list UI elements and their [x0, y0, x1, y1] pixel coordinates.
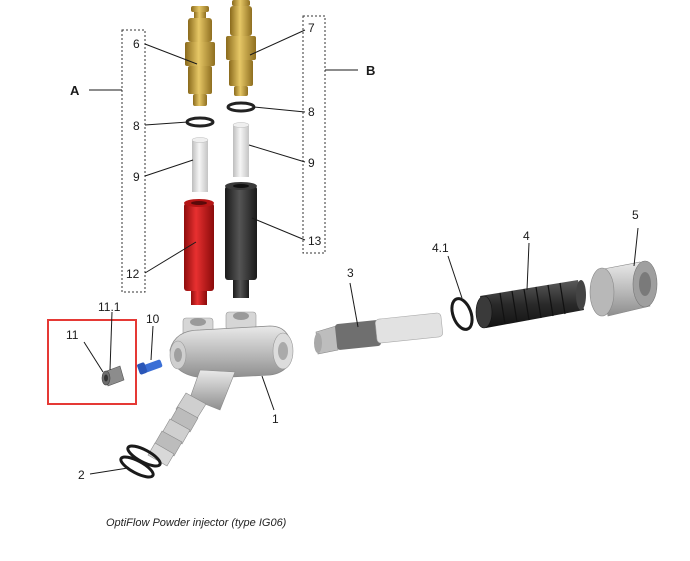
group-b-box — [302, 15, 326, 254]
callout-8-right: 8 — [308, 105, 315, 119]
part-12-red-sleeve — [184, 199, 214, 305]
callout-9-right: 9 — [308, 156, 315, 170]
leader-lines — [83, 29, 639, 475]
callout-8-left: 8 — [133, 119, 140, 133]
callout-11-1: 11.1 — [98, 300, 121, 314]
part-1-injector-body — [169, 311, 294, 411]
part-7-brass-connector — [226, 0, 256, 96]
callout-9-left: 9 — [133, 170, 140, 184]
callout-group-a: A — [70, 83, 80, 98]
callout-4: 4 — [523, 229, 530, 243]
callout-5: 5 — [632, 208, 639, 222]
callout-3: 3 — [347, 266, 354, 280]
part-1-hose-barb — [147, 392, 207, 467]
part-8-o-ring-left — [185, 116, 215, 128]
part-2-o-rings — [119, 444, 162, 479]
callout-2: 2 — [78, 468, 85, 482]
callout-10: 10 — [146, 312, 160, 326]
callout-11: 11 — [66, 328, 79, 342]
callout-13: 13 — [308, 234, 322, 248]
part-11-insert — [101, 365, 125, 387]
part-4-1-o-ring — [450, 297, 474, 331]
part-4-threaded-sleeve — [475, 280, 586, 329]
part-9-tube-left — [191, 137, 209, 192]
part-6-brass-connector — [185, 6, 215, 106]
highlight-box-part-11 — [47, 319, 137, 405]
part-9-tube-right — [232, 122, 250, 177]
figure-caption: OptiFlow Powder injector (type IG06) — [106, 517, 287, 529]
callout-12: 12 — [126, 267, 140, 281]
callout-7: 7 — [308, 21, 315, 35]
part-8-o-ring-right — [226, 101, 256, 113]
part-3-nozzle-tube — [314, 312, 443, 355]
callout-4-1: 4.1 — [432, 241, 449, 255]
group-a-box — [121, 29, 146, 293]
callout-group-b: B — [366, 63, 375, 78]
part-10-blue-screw — [137, 359, 163, 375]
part-5-nut — [589, 260, 658, 317]
callout-1: 1 — [272, 412, 279, 426]
part-13-black-sleeve — [225, 182, 257, 298]
callout-6: 6 — [133, 37, 140, 51]
